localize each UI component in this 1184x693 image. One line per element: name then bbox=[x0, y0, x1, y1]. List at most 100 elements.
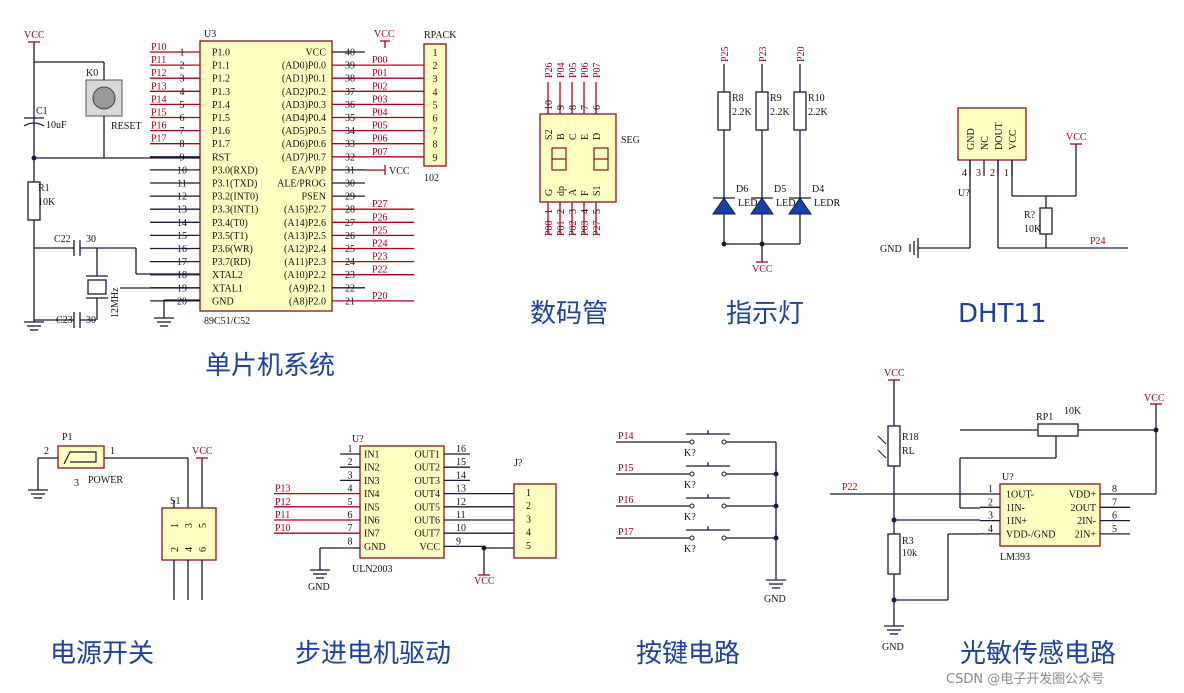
mcu-chip bbox=[199, 40, 333, 312]
mcu-pin-number: 28 bbox=[345, 205, 355, 216]
mcu-pin-name: EA/VPP bbox=[292, 165, 327, 176]
uln-pin-name: IN6 bbox=[364, 516, 380, 527]
section-title-stepper: 步进电机驱动 bbox=[295, 639, 451, 669]
section-title-photo: 光敏传感电路 bbox=[960, 639, 1116, 669]
dht-pin-name: NC bbox=[980, 136, 991, 150]
mcu-pin-name: (A8)P2.0 bbox=[289, 296, 326, 307]
mcu-pin-number: 23 bbox=[345, 270, 355, 281]
photo-vcc-left: VCC bbox=[884, 368, 905, 379]
switch-pin: 6 bbox=[198, 547, 209, 552]
mcu-pin-name: (A13)P2.5 bbox=[284, 231, 326, 242]
mcu-pin-number: 17 bbox=[177, 257, 187, 268]
uln-pin-name: OUT4 bbox=[414, 489, 440, 500]
rpack-value: 102 bbox=[424, 173, 439, 184]
key-ref: K? bbox=[684, 512, 696, 523]
switch-pin: 1 bbox=[170, 523, 181, 528]
mcu-net-label: P03 bbox=[372, 94, 388, 105]
seg-bottom-net: P00 bbox=[544, 220, 555, 236]
rpack-pin-number: 9 bbox=[433, 153, 438, 164]
switch-pin: 5 bbox=[198, 523, 209, 528]
uln-net: P11 bbox=[275, 510, 290, 521]
mcu-pin-name: P1.7 bbox=[212, 139, 230, 150]
uln-pin-name: IN5 bbox=[364, 502, 380, 513]
mcu-pin-name: (A12)P2.4 bbox=[284, 244, 326, 255]
mcu-pin-number: 40 bbox=[345, 48, 355, 59]
rpack-pin-number: 8 bbox=[433, 140, 438, 151]
seg-top-num: 8 bbox=[568, 105, 579, 110]
mcu-pin-name: (AD0)P0.0 bbox=[282, 61, 326, 72]
led-resistor-ref: R9 bbox=[770, 93, 782, 104]
reset-label: RESET bbox=[111, 121, 142, 132]
svg-text:3: 3 bbox=[74, 478, 79, 489]
uln-pin-name: OUT2 bbox=[414, 463, 440, 474]
switch-ref: S1 bbox=[170, 496, 181, 507]
seg-bottom-net: P27 bbox=[592, 220, 603, 236]
mcu-pin-name: P3.3(INT1) bbox=[212, 205, 258, 216]
key-net: P17 bbox=[618, 527, 634, 538]
lm393-pin-name: 1IN- bbox=[1006, 503, 1025, 514]
mcu-pin-name: P3.4(T0) bbox=[212, 218, 248, 229]
uln-pin-number: 13 bbox=[456, 484, 466, 495]
uln-pin-name: OUT3 bbox=[414, 476, 440, 487]
uln-pin-name: OUT5 bbox=[414, 502, 440, 513]
seg-top-label: C bbox=[568, 133, 579, 140]
r1-ref: R1 bbox=[38, 183, 50, 194]
key-contact bbox=[721, 535, 727, 541]
lm393-pin-number: 4 bbox=[988, 524, 993, 535]
mcu-pin-number: 12 bbox=[177, 192, 187, 203]
mcu-pin-name: (AD7)P0.7 bbox=[282, 152, 326, 163]
c22-ref: C22 bbox=[54, 234, 71, 245]
dht-vcc-label: VCC bbox=[1066, 132, 1087, 143]
lm393-pin-number: 3 bbox=[988, 511, 993, 522]
mcu-pin-number: 35 bbox=[345, 113, 355, 124]
led-net: P20 bbox=[796, 46, 807, 62]
led-diode bbox=[712, 197, 736, 215]
section-title-seg: 数码管 bbox=[530, 299, 608, 329]
mcu-net-label: P05 bbox=[372, 121, 388, 132]
mcu-net-label: P07 bbox=[372, 147, 388, 158]
dht-pin-number: 1 bbox=[1004, 168, 1009, 179]
conn-pin-number: 4 bbox=[526, 528, 531, 539]
key-ref: K? bbox=[684, 448, 696, 459]
rpack-pin-number: 5 bbox=[433, 100, 438, 111]
seg-bottom-num: 2 bbox=[556, 209, 567, 214]
led-diode-ref: D6 bbox=[736, 184, 748, 195]
mcu-pin-name: VCC bbox=[305, 48, 326, 59]
uln-pin-number: 6 bbox=[348, 510, 353, 521]
mcu-pin-name: P3.5(T1) bbox=[212, 231, 248, 242]
uln-pin-number: 1 bbox=[348, 444, 353, 455]
mcu-pin-number: 18 bbox=[177, 270, 187, 281]
section-title-mcu: 单片机系统 bbox=[205, 351, 335, 381]
dht-pin-number: 3 bbox=[976, 168, 981, 179]
c22-value: 30 bbox=[86, 234, 96, 245]
c23-ref: C23 bbox=[56, 315, 73, 326]
mcu-net-label: P27 bbox=[372, 199, 388, 210]
uln-pin-name: OUT1 bbox=[414, 450, 440, 461]
key-net: P15 bbox=[618, 463, 634, 474]
reset-button-cap bbox=[92, 86, 116, 110]
seg-top-net: P06 bbox=[580, 62, 591, 78]
potentiometer bbox=[1037, 423, 1079, 437]
seg-display bbox=[539, 113, 617, 203]
mcu-net-label: P06 bbox=[372, 134, 388, 145]
ea-vcc-label: VCC bbox=[389, 166, 410, 177]
power-vcc-label: VCC bbox=[192, 446, 213, 457]
rpack bbox=[423, 43, 447, 167]
mcu-pin-number: 20 bbox=[177, 296, 187, 307]
vcc-label: VCC bbox=[24, 30, 45, 41]
seg-ref: SEG bbox=[621, 135, 640, 146]
mcu-pin-number: 8 bbox=[180, 139, 185, 150]
mcu-pin-number: 22 bbox=[345, 283, 355, 294]
section-title-keys: 按键电路 bbox=[636, 639, 740, 669]
mcu-part: 89C51/C52 bbox=[204, 316, 250, 327]
mcu-net-label: P22 bbox=[372, 265, 388, 276]
section-title-dht: DHT11 bbox=[958, 299, 1047, 329]
led-resistor bbox=[793, 91, 807, 131]
power-switch bbox=[161, 507, 217, 561]
uln-pin-name: IN2 bbox=[364, 463, 380, 474]
mcu-net-label: P11 bbox=[151, 55, 166, 66]
uln-pin-number: 16 bbox=[456, 444, 466, 455]
mcu-pin-number: 34 bbox=[345, 126, 355, 137]
